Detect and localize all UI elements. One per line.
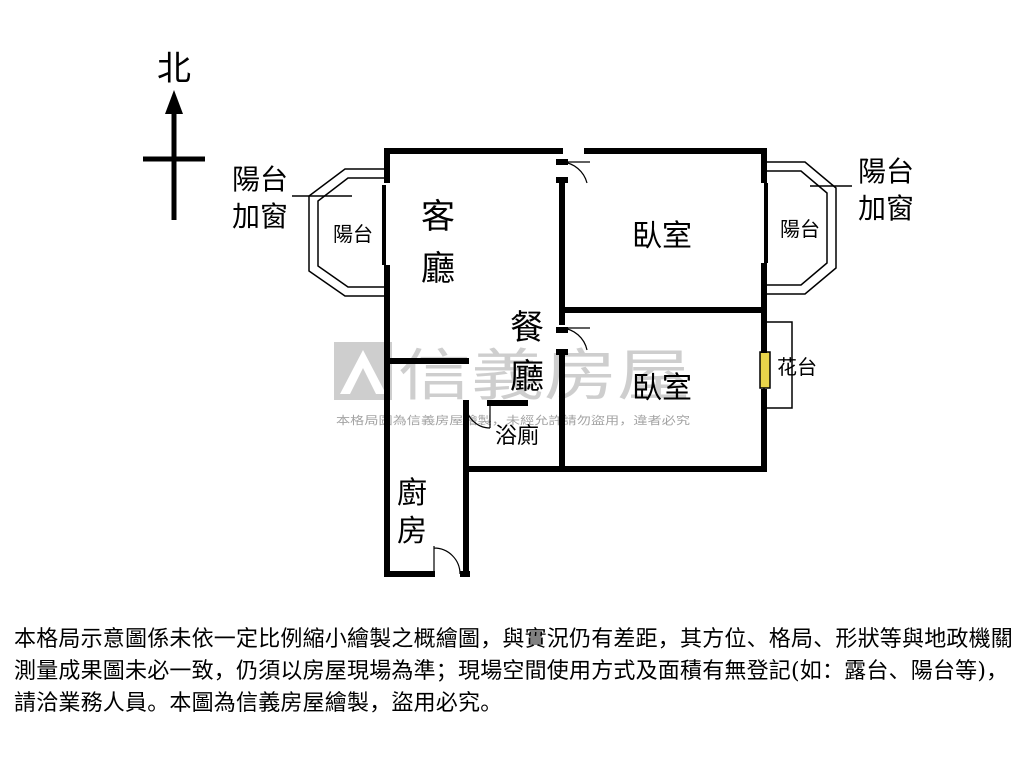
balcony-left-label: 陽台 xyxy=(333,222,373,246)
north-arrow-icon xyxy=(165,90,183,114)
dining-room-label-1: 餐 xyxy=(510,308,544,348)
kitchen-label-1: 廚 xyxy=(397,476,427,511)
north-label: 北 xyxy=(157,49,191,89)
kitchen-label-2: 房 xyxy=(397,514,427,549)
dining-room-label-2: 廳 xyxy=(510,357,544,397)
watermark-notice: 本格局圖為信義房屋繪製，未經允許請勿盜用，違者必究 xyxy=(336,413,690,427)
watermark-brand: 信義房屋 xyxy=(398,344,690,409)
floor-plan: 北 信義房屋 本格局圖為信義房屋繪製，未經允許請勿盜用，違者必究 xyxy=(143,49,914,577)
left-callout-line-1: 陽台 xyxy=(232,163,288,196)
planter-window-icon xyxy=(759,351,771,389)
right-callout-line-2: 加窗 xyxy=(858,192,914,225)
right-callout-line-1: 陽台 xyxy=(858,155,914,188)
doors xyxy=(433,161,590,575)
door-dining-to-bedroom-icon xyxy=(561,327,590,351)
planter xyxy=(759,321,793,409)
bedroom-bottom-label: 臥室 xyxy=(632,371,692,406)
room-labels: 客 廳 餐 廳 臥室 臥室 浴廁 廚 房 陽台 陽台 花台 xyxy=(333,197,820,549)
right-balcony xyxy=(764,161,837,295)
left-balcony xyxy=(308,168,386,297)
watermark: 信義房屋 本格局圖為信義房屋繪製，未經允許請勿盜用，違者必究 xyxy=(334,342,690,427)
living-room-label-1: 客 xyxy=(421,197,455,237)
callouts: 陽台 加窗 陽台 加窗 xyxy=(232,155,914,233)
watermark-logo-icon xyxy=(334,342,392,400)
compass: 北 xyxy=(143,49,205,220)
door-bathroom-icon xyxy=(465,403,491,429)
planter-label: 花台 xyxy=(777,355,817,379)
bathroom-label: 浴廁 xyxy=(495,424,539,449)
bedroom-top-label: 臥室 xyxy=(632,219,692,254)
door-kitchen-icon xyxy=(433,546,461,575)
balcony-right-label: 陽台 xyxy=(780,217,820,241)
living-room-label-2: 廳 xyxy=(421,249,455,289)
disclaimer-text: 本格局示意圖係未依一定比例縮小繪製之概繪圖，與實況仍有差距，其方位、格局、形狀等… xyxy=(14,627,1014,716)
door-living-to-bedroom-icon xyxy=(561,161,590,184)
walls xyxy=(384,148,767,577)
left-callout-line-2: 加窗 xyxy=(232,200,288,233)
